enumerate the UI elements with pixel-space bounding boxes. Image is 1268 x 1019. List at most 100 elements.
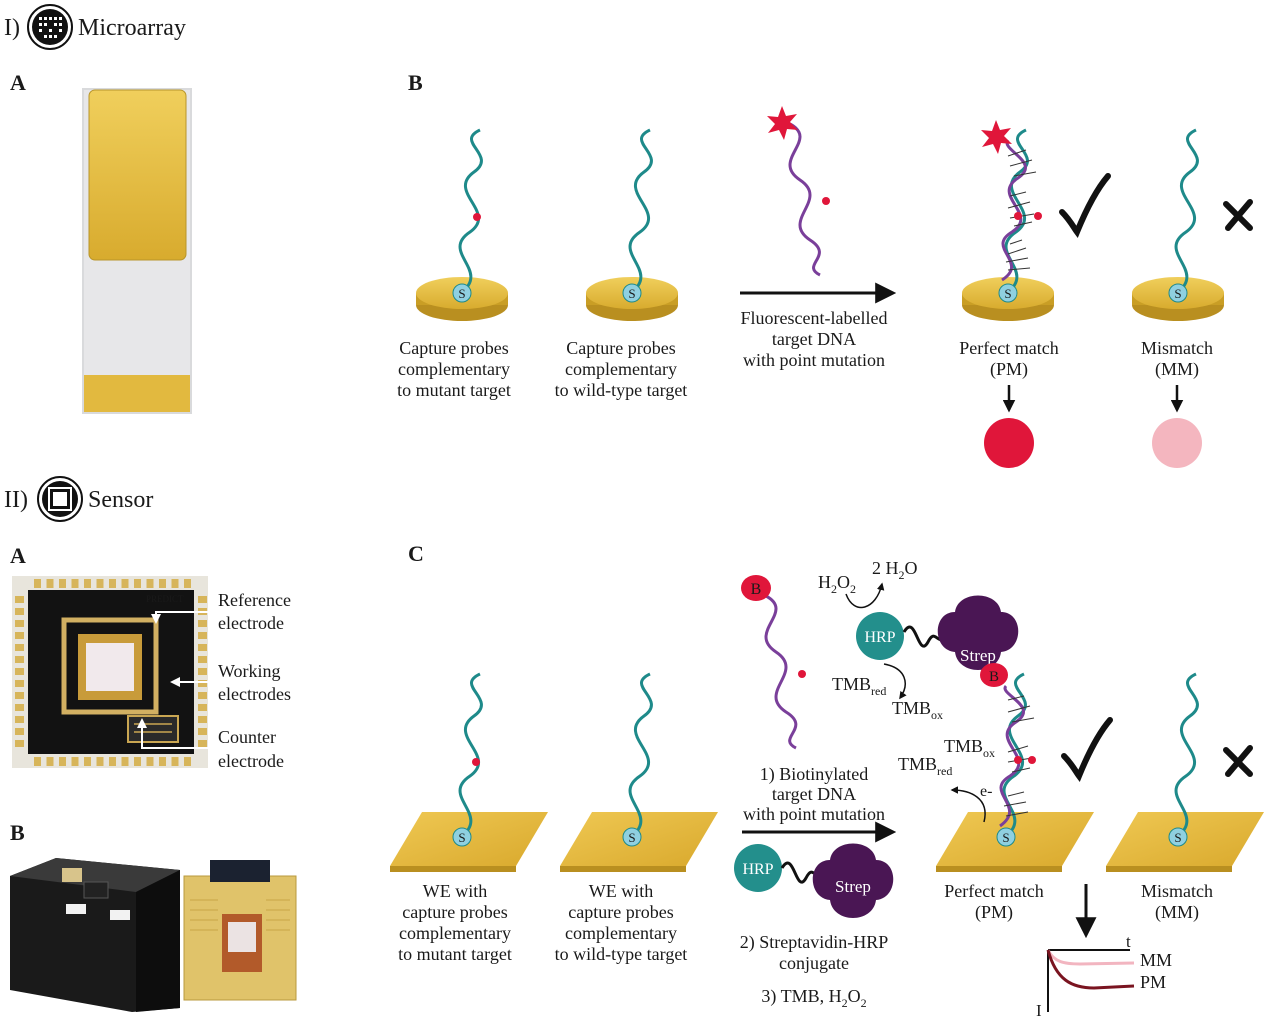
mm-label-line2: (MM) xyxy=(1155,359,1199,380)
s-label-ii-4: S xyxy=(1174,830,1181,845)
panel-label-ii-c: C xyxy=(408,541,424,566)
target-mutation-dot-ii xyxy=(798,670,806,678)
reference-label-line1: Reference xyxy=(218,590,291,610)
chip-contact-pad xyxy=(134,579,141,588)
mm-label-line1: Mismatch xyxy=(1141,338,1213,358)
chip-contact-pad xyxy=(171,757,179,766)
chip-contact-pad xyxy=(198,668,207,675)
sensor-pm-line2: (PM) xyxy=(975,902,1013,923)
cross-icon-i xyxy=(1223,199,1253,231)
chip-contact-pad xyxy=(34,757,41,766)
strep-conjugate-label: Strep xyxy=(835,877,871,896)
panel-label-ii-a: A xyxy=(10,543,26,568)
chip-contact-pad xyxy=(198,704,207,711)
target-strand-biotin xyxy=(764,594,798,750)
sensor-chip-photo: PREDICT xyxy=(12,576,208,768)
step3-label: 3) TMB, H2O2 xyxy=(761,986,866,1010)
we1-line1: WE with xyxy=(423,881,488,901)
reference-arrow xyxy=(151,611,210,624)
hrp-enzyme-conjugate xyxy=(734,844,782,892)
chip-contact-pad xyxy=(15,704,24,711)
chip-contact-pad xyxy=(198,596,207,603)
s-label-i-4: S xyxy=(1174,286,1181,301)
chip-contact-pad xyxy=(34,579,41,588)
chip-contact-pad xyxy=(59,579,66,588)
chip-contact-pad xyxy=(121,579,129,588)
we2-line4: to wild-type target xyxy=(555,944,688,964)
tmb-ox-electrode: TMBox xyxy=(944,736,995,760)
probe2-label-line1: Capture probes xyxy=(566,338,675,358)
disk-pm xyxy=(962,277,1054,321)
chip-contact-pad xyxy=(96,757,104,766)
chip-contact-pad xyxy=(46,579,54,588)
chip-contact-pad xyxy=(198,632,207,639)
probe2-label-line3: to wild-type target xyxy=(555,380,688,400)
mm-signal-dot xyxy=(1152,418,1202,468)
chip-contact-pad xyxy=(15,596,24,603)
probe-base-markers-i xyxy=(452,283,1188,303)
pcb-board-photo xyxy=(183,860,297,1001)
chip-contact-pad xyxy=(198,644,207,651)
sensor-mm-line1: Mismatch xyxy=(1141,881,1213,901)
section1-numeral: I) xyxy=(4,15,20,41)
strep-top-label: Strep xyxy=(960,646,996,665)
hrp-enzyme-top xyxy=(856,612,904,660)
chip-contact-pad xyxy=(198,656,207,663)
probe-strand-sensor-mm xyxy=(1174,672,1199,838)
tmb-ox-top: TMBox xyxy=(892,698,943,722)
check-icon-i xyxy=(1059,173,1111,239)
section2-numeral: II) xyxy=(4,487,28,513)
tmb-red-electrode: TMBred xyxy=(898,754,952,778)
strep-protein-conjugate xyxy=(812,843,894,918)
mutation-dot-1 xyxy=(473,213,481,221)
graph-pm-label: PM xyxy=(1140,972,1166,992)
graph-x-label: t xyxy=(1126,932,1131,951)
pm-label-line1: Perfect match xyxy=(959,338,1058,358)
microarray-slide-photo xyxy=(82,88,192,414)
chip-contact-pad xyxy=(15,644,24,651)
chip-contact-pad xyxy=(15,608,24,615)
chip-contact-pad xyxy=(198,728,207,735)
sensor-pm-line1: Perfect match xyxy=(944,881,1043,901)
working-label-line2: electrodes xyxy=(218,684,291,704)
target-label-line1: Fluorescent-labelled xyxy=(741,308,888,328)
water-label: 2 H2O xyxy=(872,558,918,582)
tmb-red-top: TMBred xyxy=(832,674,886,698)
chip-contact-pad xyxy=(184,757,191,766)
graph-y-label: I xyxy=(1036,1001,1042,1019)
chip-contact-pad xyxy=(198,716,207,723)
working-label-line1: Working xyxy=(218,661,281,681)
chip-contact-pad xyxy=(159,757,166,766)
chip-contact-pad xyxy=(134,757,141,766)
step1-line1: 1) Biotinylated xyxy=(760,764,868,785)
tmb-reaction-arrow-top xyxy=(883,663,907,700)
panel-label-i-a: A xyxy=(10,70,26,95)
chip-contact-pad xyxy=(198,740,207,747)
we2-line1: WE with xyxy=(589,881,654,901)
biotin-free-label: B xyxy=(751,581,762,598)
chip-contact-pad xyxy=(198,680,207,687)
s-label-i-1: S xyxy=(458,286,465,301)
hybridized-duplex-pm xyxy=(1001,139,1042,282)
probe-strand-we2 xyxy=(628,672,653,838)
fluorophore-star-free xyxy=(767,106,798,140)
sensor-mm-line2: (MM) xyxy=(1155,902,1199,923)
fluorophore-star-pm xyxy=(981,120,1012,154)
s-label-ii-1: S xyxy=(458,830,465,845)
pm-signal-dot xyxy=(984,418,1034,468)
electron-label: e- xyxy=(980,783,992,800)
s-label-ii-3: S xyxy=(1002,830,1009,845)
biotin-bound xyxy=(980,663,1008,687)
cross-icon-ii xyxy=(1223,745,1253,777)
h2o2-reaction-arrow xyxy=(845,582,885,609)
chip-contact-pad xyxy=(146,757,154,766)
electron-transfer-arrow xyxy=(950,786,986,823)
chip-contact-pad xyxy=(171,579,179,588)
chip-contact-pad xyxy=(15,740,24,747)
counter-arrow xyxy=(137,718,210,749)
h2o2-label: H2O2 xyxy=(818,572,856,596)
probe-strand-2 xyxy=(628,128,653,294)
instrument-box-photo xyxy=(10,858,180,1012)
section2-title: Sensor xyxy=(88,487,153,513)
chip-contact-pad xyxy=(15,728,24,735)
